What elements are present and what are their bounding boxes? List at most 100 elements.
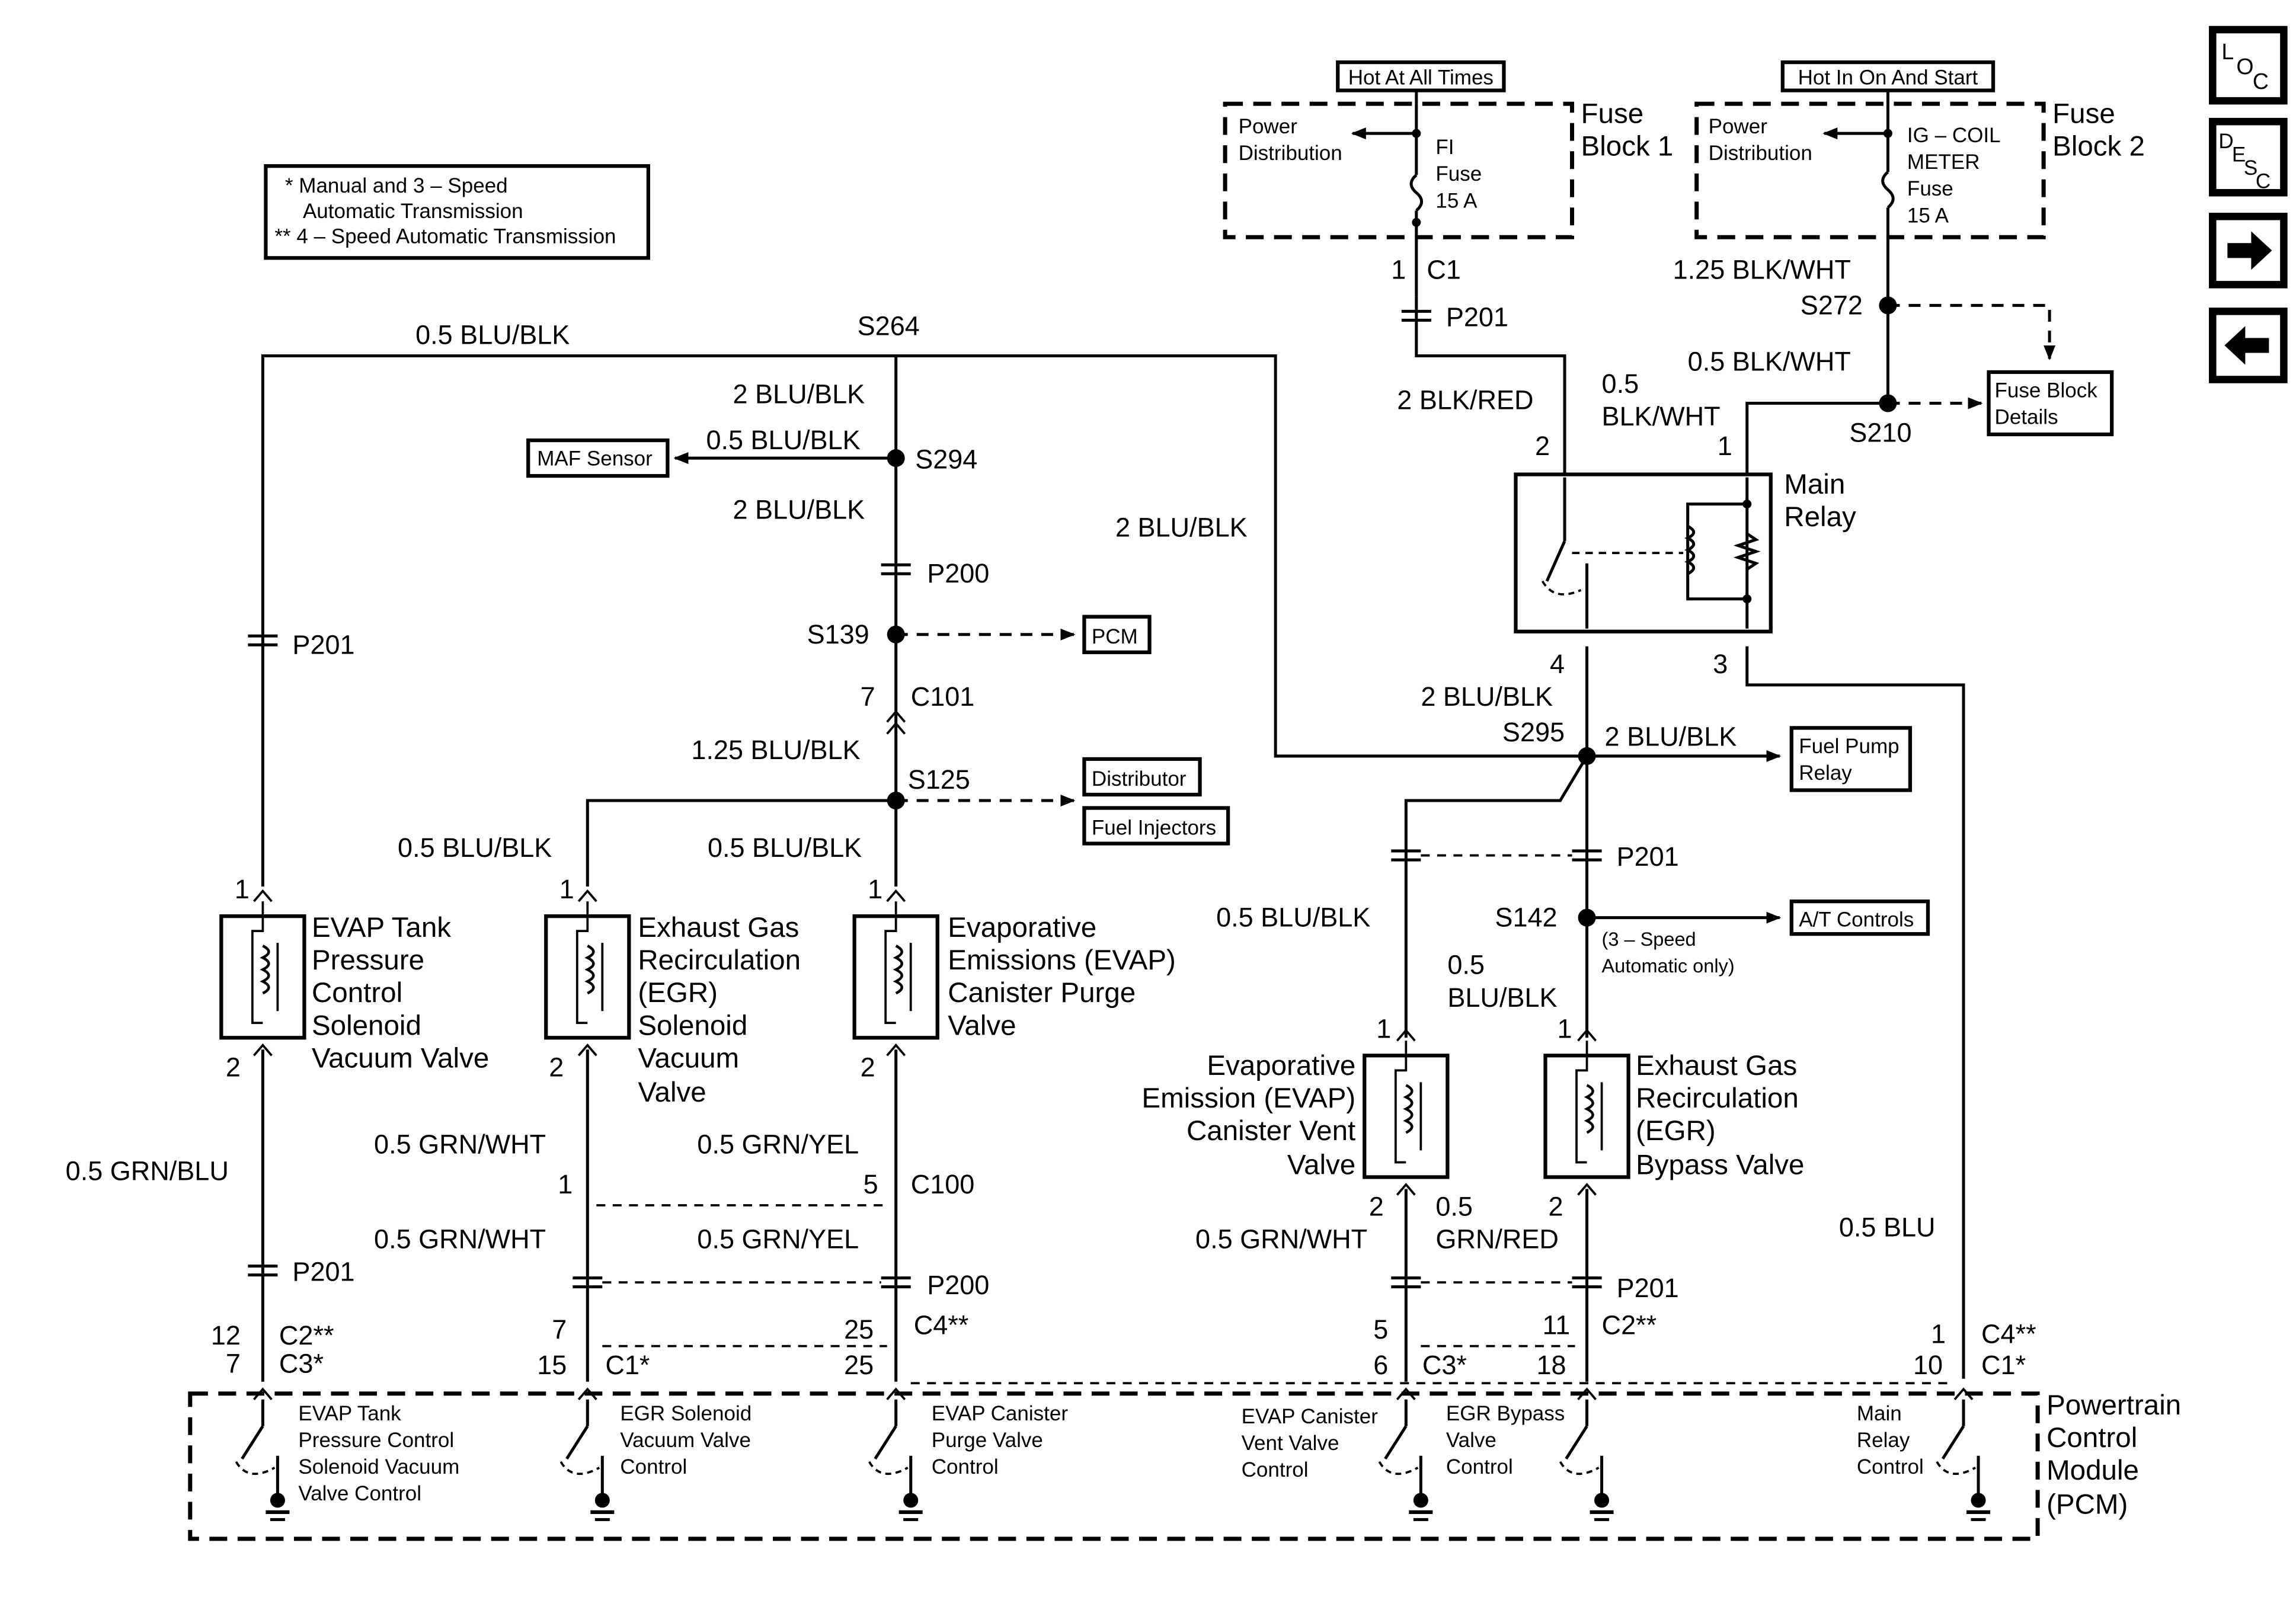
- pcm-pin-label: 25: [844, 1314, 874, 1345]
- splice-s295: S295: [1502, 717, 1565, 747]
- p201-connector-left: [248, 634, 278, 646]
- svg-text:S: S: [2244, 156, 2257, 180]
- tank-control-label: Solenoid Vacuum: [298, 1455, 459, 1478]
- egr-sol-title-line: (EGR): [638, 977, 718, 1009]
- hot-in-on-and-start-label: Hot In On And Start: [1798, 66, 1978, 89]
- pcm-ref-box[interactable]: [1082, 614, 1152, 654]
- wire-2-blu-blk-b: 2 BLU/BLK: [733, 495, 865, 525]
- pcm-pin-label: 6: [1373, 1350, 1388, 1380]
- egr-sol-title-line: Exhaust Gas: [638, 912, 799, 943]
- ground-icon: [270, 1493, 285, 1508]
- coil-icon: [260, 945, 270, 995]
- pcm-connector-label: C2**: [279, 1320, 334, 1350]
- power-distribution-2b: Distribution: [1709, 142, 1812, 165]
- pin-label: 1: [1376, 1013, 1391, 1044]
- tank-control-label: Valve Control: [298, 1482, 421, 1505]
- c101-pin-7: 7: [861, 681, 875, 712]
- purge-control-label: Purge Valve: [932, 1429, 1043, 1452]
- p201-connector-bottom-left: [248, 1265, 278, 1277]
- egr-bypass-valve-label: Exhaust Gas Recirculation (EGR) Bypass V…: [1636, 1050, 1804, 1181]
- pin-label: 2: [861, 1052, 875, 1082]
- ig-coil-fuse-label-2: METER: [1907, 151, 1980, 174]
- at-controls-box[interactable]: [1789, 899, 1930, 936]
- wire-2-blu-blk-a: 2 BLU/BLK: [733, 379, 865, 409]
- fuel-injectors-label: Fuel Injectors: [1092, 817, 1216, 840]
- wire-05-grn-wht-c: 0.5 GRN/WHT: [1195, 1224, 1367, 1254]
- pcm-connector-label: C4**: [1981, 1319, 2036, 1349]
- coil-icon: [1403, 1084, 1414, 1134]
- wire-125-blk-wht: 1.25 BLK/WHT: [1673, 254, 1851, 284]
- pin-label: 1: [868, 874, 882, 904]
- bypass-control-label: Valve: [1446, 1429, 1496, 1452]
- wire-05-blu-blk-bypass-2: BLU/BLK: [1447, 982, 1557, 1013]
- splice-s210: S210: [1849, 418, 1911, 448]
- power-distribution-1b: Distribution: [1239, 142, 1342, 165]
- ground-icon: [594, 1493, 610, 1508]
- pcm-title-line: Control: [2046, 1422, 2137, 1454]
- fuse-block-1: Hot At All Times Fuse Block 1 Power Dist…: [1223, 60, 1674, 297]
- wire-2-blu-blk-long: 2 BLU/BLK: [1115, 513, 1248, 543]
- purge-control-label: Control: [932, 1455, 999, 1478]
- ig-coil-fuse-label-3: Fuse: [1907, 177, 1953, 200]
- evap-tank-title-line: Vacuum Valve: [312, 1042, 489, 1074]
- relay-control-label: Control: [1857, 1455, 1924, 1478]
- evap-vent-title-line: Emission (EVAP): [1141, 1083, 1355, 1114]
- wire-05-blk-wht-b: 0.5: [1602, 369, 1639, 399]
- evap-tank-title-line: Solenoid: [312, 1010, 421, 1041]
- fuse-block-details-box[interactable]: [1987, 370, 2114, 437]
- wire-2-blu-blk-s295: 2 BLU/BLK: [1421, 681, 1553, 712]
- fuel-pump-relay-box[interactable]: [1789, 726, 1913, 792]
- hot-at-all-times-label: Hot At All Times: [1348, 66, 1494, 89]
- main-relay-pin-1: 1: [1718, 431, 1732, 461]
- wire-05-blk-wht: 0.5 BLK/WHT: [1688, 346, 1851, 376]
- splice-s294: S294: [915, 444, 977, 475]
- coil-icon: [584, 945, 595, 995]
- main-relay-pin-4: 4: [1550, 649, 1565, 679]
- wire-05-grn-red: 0.5: [1435, 1192, 1473, 1222]
- arrow-right-icon: [2227, 231, 2272, 270]
- pin-label: 2: [1548, 1192, 1563, 1222]
- fuel-injectors-box[interactable]: [1082, 806, 1230, 846]
- main-relay-title: Main: [1784, 469, 1845, 500]
- evap-purge-title-line: Canister Purge: [948, 977, 1136, 1009]
- ground-icon: [1971, 1493, 1986, 1508]
- distributor-label: Distributor: [1092, 767, 1187, 790]
- distributor-box[interactable]: [1082, 757, 1202, 797]
- pcm-driver-switch: [1936, 1387, 1991, 1521]
- fuse-block-details-label: Fuse Block: [1995, 379, 2098, 402]
- transmission-legend: * Manual and 3 – Speed Automatic Transmi…: [264, 164, 651, 260]
- wire-05-blu-blk-evap: 0.5 BLU/BLK: [708, 833, 862, 863]
- wire-05-blu-blk-bypass: 0.5: [1447, 950, 1485, 980]
- egr-solenoid-valve: [544, 889, 631, 1057]
- splice-s125: S125: [908, 764, 970, 795]
- c100-label: C100: [911, 1169, 975, 1199]
- splice-s264: S264: [858, 311, 920, 341]
- fuel-pump-relay-label-2: Relay: [1799, 761, 1852, 785]
- evap-purge-title-line: Emissions (EVAP): [948, 945, 1176, 976]
- previous-page-button[interactable]: [2209, 308, 2288, 383]
- pcm-connector-label: C4**: [914, 1310, 969, 1340]
- coil-icon: [893, 945, 903, 995]
- ground-icon: [1413, 1493, 1428, 1508]
- fuse-block-1-title-2: Block 1: [1581, 131, 1674, 162]
- wire-05-grn-wht-a: 0.5 GRN/WHT: [374, 1129, 546, 1159]
- evap-tank-title-line: Control: [312, 977, 402, 1009]
- egr-bypass-title-line: Exhaust Gas: [1636, 1050, 1797, 1081]
- relay-control-label: Relay: [1857, 1429, 1910, 1452]
- at-note: (3 – Speed: [1602, 929, 1696, 950]
- splice-s142: S142: [1495, 902, 1557, 933]
- svg-text:L: L: [2221, 39, 2234, 64]
- svg-text:O: O: [2236, 54, 2253, 79]
- egr-sol-title-line: Solenoid: [638, 1010, 747, 1041]
- p200-connector-bottom: [573, 1276, 911, 1289]
- pcm-ref-label: PCM: [1092, 625, 1138, 648]
- next-page-button[interactable]: [2209, 213, 2288, 289]
- loc-button[interactable]: LOC: [2209, 25, 2288, 105]
- ground-icon: [903, 1493, 919, 1508]
- maf-sensor-box[interactable]: [526, 438, 670, 478]
- pin-label: 2: [226, 1052, 241, 1082]
- egr-control-label: EGR Solenoid: [620, 1402, 752, 1425]
- pcm-driver-switch: [868, 1387, 923, 1521]
- evap-vent-title-line: Evaporative: [1207, 1050, 1355, 1081]
